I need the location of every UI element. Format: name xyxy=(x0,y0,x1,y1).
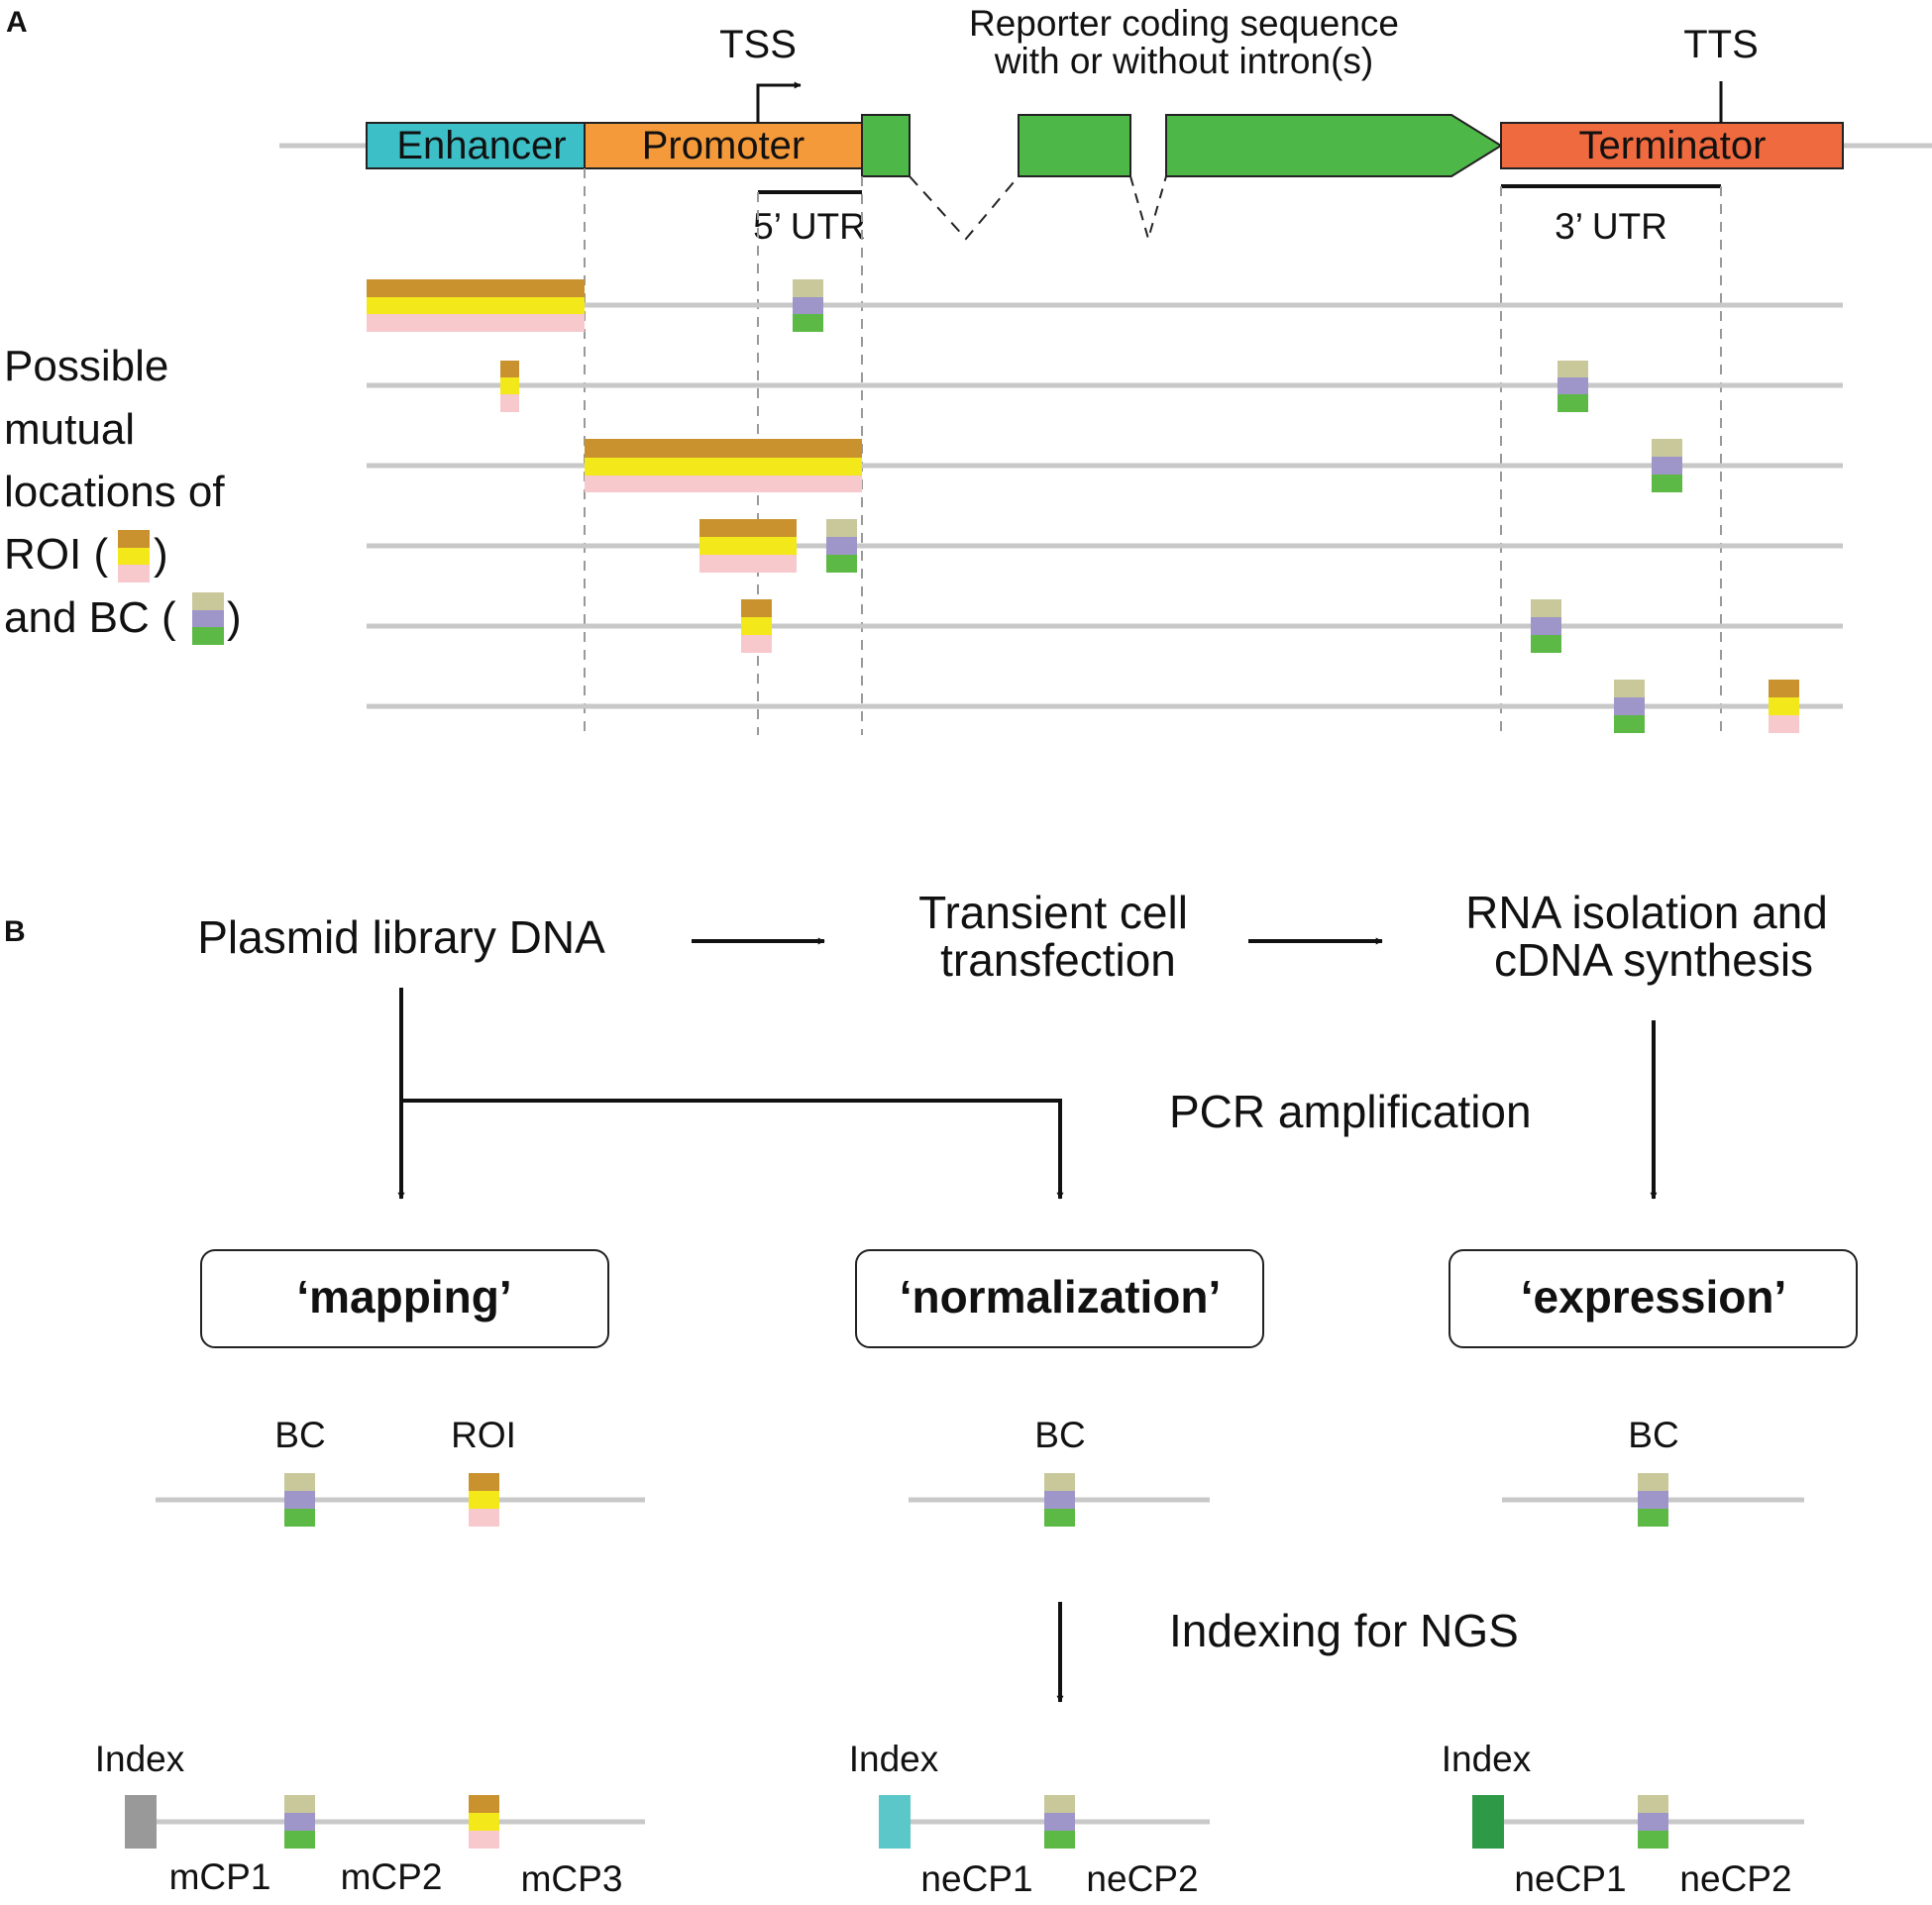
bc-marker xyxy=(1044,1473,1075,1527)
construct-row-2 xyxy=(367,361,1843,412)
construct-row-5 xyxy=(367,599,1843,653)
arrow-plasmid-to-normalization xyxy=(401,1099,1064,1200)
mapping-indexed-library: Index mCP1 mCP2 mCP3 xyxy=(95,1739,645,1899)
box-expression xyxy=(1449,1249,1858,1348)
primer-label: neCP1 xyxy=(1514,1858,1626,1899)
side-text-line5-prefix: and BC ( xyxy=(4,593,176,642)
construct-row-6 xyxy=(367,680,1843,733)
roi-marker xyxy=(585,439,862,492)
tss-label: TSS xyxy=(719,23,797,66)
bc-marker xyxy=(284,1473,315,1527)
indexing-label: Indexing for NGS xyxy=(1169,1605,1519,1656)
step-transfection-line1: Transient cell xyxy=(918,887,1188,938)
roi-marker xyxy=(699,519,797,573)
expression-index-label: Index xyxy=(1442,1739,1532,1779)
construct-row-3 xyxy=(367,439,1843,492)
primer-label: neCP2 xyxy=(1679,1858,1791,1899)
box-mapping-label: ‘mapping’ xyxy=(296,1271,511,1323)
bc-marker xyxy=(1531,599,1561,653)
promoter-block xyxy=(584,122,863,169)
exon-1 xyxy=(861,114,911,177)
expression-amplicon: BC xyxy=(1502,1415,1804,1527)
construct-row-4 xyxy=(367,519,1843,573)
box-expression-label: ‘expression’ xyxy=(1521,1271,1786,1323)
roi-marker xyxy=(367,279,585,332)
box-normalization xyxy=(855,1249,1264,1348)
side-text-line3: locations of xyxy=(4,468,225,516)
index-block xyxy=(1472,1795,1504,1849)
roi-marker xyxy=(1769,680,1799,733)
normalization-indexed-library: Index neCP1 neCP2 xyxy=(849,1739,1210,1899)
exon-2 xyxy=(1018,114,1131,177)
primer-label: mCP3 xyxy=(521,1858,623,1899)
roi-legend-swatch xyxy=(118,530,150,582)
bc-marker xyxy=(1638,1473,1668,1527)
index-block xyxy=(125,1795,157,1849)
utr5-label: 5’ UTR xyxy=(753,206,866,247)
bc-marker xyxy=(793,279,823,332)
roi-marker xyxy=(741,599,772,653)
expression-bc-label: BC xyxy=(1628,1415,1678,1455)
tss-arrow-icon xyxy=(756,81,802,123)
bc-marker xyxy=(1652,439,1682,492)
box-mapping xyxy=(200,1249,609,1348)
side-text-line2: mutual xyxy=(4,405,135,454)
promoter-label: Promoter xyxy=(642,124,805,167)
panel-a: A Enhancer Promoter Terminator TSS TTS R… xyxy=(4,3,1932,735)
mapping-index-label: Index xyxy=(95,1739,185,1779)
step-transfection-line2: transfection xyxy=(940,934,1176,986)
intron-2 xyxy=(1129,175,1167,243)
construct-row-1 xyxy=(367,279,1843,332)
panel-b: B Plasmid library DNA Transient cell tra… xyxy=(4,887,1858,1899)
primer-label: mCP1 xyxy=(169,1856,271,1897)
side-text-line4-prefix: ROI ( xyxy=(4,530,108,579)
roi-marker xyxy=(500,361,519,412)
index-block xyxy=(879,1795,911,1849)
intron-1 xyxy=(909,175,1020,241)
expression-indexed-library: Index neCP1 neCP2 xyxy=(1442,1739,1804,1899)
step-plasmid-library: Plasmid library DNA xyxy=(197,911,605,963)
side-legend: Possible mutual locations of ROI ( ) and… xyxy=(4,342,242,645)
bc-marker xyxy=(284,1795,315,1849)
bc-marker xyxy=(1614,680,1645,733)
pcr-amplification-label: PCR amplification xyxy=(1169,1086,1532,1137)
terminator-label: Terminator xyxy=(1579,124,1767,167)
side-text-line5-suffix: ) xyxy=(227,593,242,642)
step-rna-line1: RNA isolation and xyxy=(1465,887,1828,938)
primer-label: neCP2 xyxy=(1086,1858,1198,1899)
exon-3-arrow xyxy=(1165,114,1503,177)
panel-a-label: A xyxy=(6,6,28,39)
terminator-block xyxy=(1500,122,1844,169)
normalization-bc-label: BC xyxy=(1034,1415,1085,1455)
primer-label: mCP2 xyxy=(341,1856,443,1897)
step-rna-line2: cDNA synthesis xyxy=(1494,934,1813,986)
box-normalization-label: ‘normalization’ xyxy=(900,1271,1222,1323)
utr3-label: 3’ UTR xyxy=(1555,206,1667,247)
side-text-line4-suffix: ) xyxy=(154,530,168,579)
roi-marker xyxy=(469,1795,499,1849)
tts-label: TTS xyxy=(1683,23,1759,66)
bc-marker xyxy=(826,519,857,573)
primer-label: neCP1 xyxy=(920,1858,1032,1899)
bc-marker xyxy=(1044,1795,1075,1849)
bc-marker xyxy=(1638,1795,1668,1849)
side-text-line1: Possible xyxy=(4,342,168,390)
normalization-amplicon: BC xyxy=(909,1415,1210,1527)
panel-b-label: B xyxy=(4,915,26,948)
normalization-index-label: Index xyxy=(849,1739,939,1779)
roi-marker xyxy=(469,1473,499,1527)
reporter-label-line2: with or without intron(s) xyxy=(994,41,1373,81)
mapping-roi-label: ROI xyxy=(451,1415,516,1455)
bc-legend-swatch xyxy=(192,592,224,645)
enhancer-label: Enhancer xyxy=(396,124,566,167)
mapping-amplicon: BC ROI xyxy=(156,1415,645,1527)
mapping-bc-label: BC xyxy=(274,1415,325,1455)
reporter-label-line1: Reporter coding sequence xyxy=(969,3,1399,44)
bc-marker xyxy=(1557,361,1588,412)
